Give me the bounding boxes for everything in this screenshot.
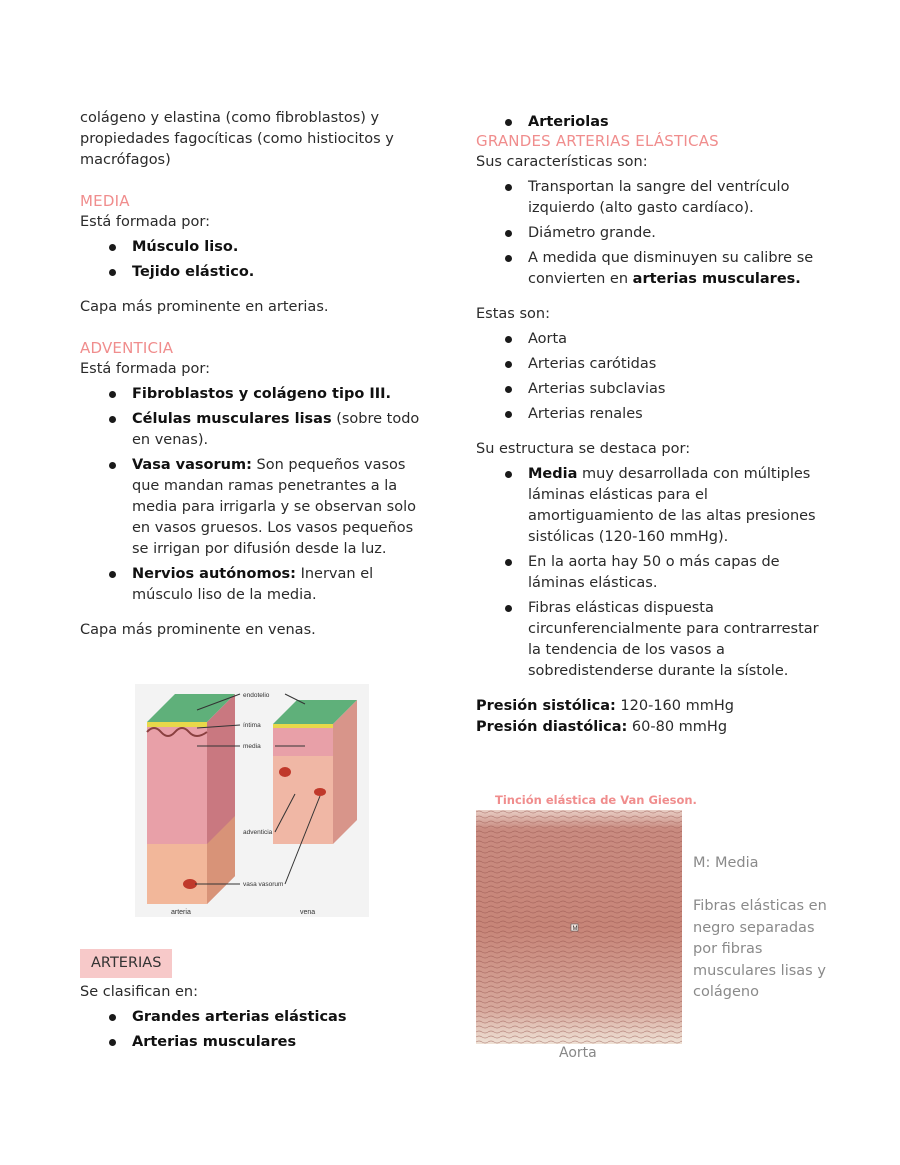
label-vasa: vasa vasorum <box>243 881 283 888</box>
media-note: Capa más prominente en arterias. <box>80 299 329 315</box>
intro-text: colágeno y elastina (como fibroblastos) … <box>80 110 394 168</box>
arterias-list: Grandes arterias elásticas Arterias musc… <box>80 1007 430 1053</box>
label-arteria: arteria <box>171 909 191 916</box>
systolic-pressure: Presión sistólica: 120-160 mmHg <box>476 698 734 714</box>
stain-title: Tinción elástica de Van Gieson. <box>495 793 697 807</box>
label-intima: íntima <box>243 722 261 729</box>
media-heading: MEDIA <box>80 192 130 210</box>
elastic-arteries-heading: GRANDES ARTERIAS ELÁSTICAS <box>476 132 719 150</box>
structure-lead: Su estructura se destaca por: <box>476 441 691 457</box>
right-column: Arteriolas GRANDES ARTERIAS ELÁSTICAS Su… <box>476 112 821 738</box>
list-item: Transportan la sangre del ventrículo izq… <box>476 177 821 219</box>
list-item: Arterias subclavias <box>476 379 821 400</box>
label-endotelio: endotelio <box>243 692 270 699</box>
adventicia-note: Capa más prominente en venas. <box>80 622 316 638</box>
stain-caption: Aorta <box>559 1045 597 1061</box>
list-item: Fibroblastos y colágeno tipo III. <box>80 384 430 405</box>
list-item: Tejido elástico. <box>80 262 430 283</box>
media-list: Músculo liso. Tejido elástico. <box>80 237 430 283</box>
structure-list: Media muy desarrollada con múltiples lám… <box>476 464 821 682</box>
examples-list: Aorta Arterias carótidas Arterias subcla… <box>476 329 821 425</box>
arterias-lead: Se clasifican en: <box>80 984 198 1000</box>
list-item: Aorta <box>476 329 821 350</box>
media-lead: Está formada por: <box>80 214 210 230</box>
list-item: Arteriolas <box>476 112 821 133</box>
arterias-heading: ARTERIAS <box>80 949 173 978</box>
label-media: media <box>243 743 261 750</box>
adventicia-list: Fibroblastos y colágeno tipo III. Célula… <box>80 384 430 606</box>
stain-marker: M <box>573 926 578 932</box>
list-item: Arterias renales <box>476 404 821 425</box>
label-adventicia: adventicia <box>243 829 273 836</box>
list-item: Células musculares lisas (sobre todo en … <box>80 409 430 451</box>
characteristics-lead: Sus características son: <box>476 154 648 170</box>
adventicia-heading: ADVENTICIA <box>80 339 174 357</box>
list-item: Media muy desarrollada con múltiples lám… <box>476 464 821 548</box>
list-item: A medida que disminuyen su calibre se co… <box>476 248 821 290</box>
list-item: Diámetro grande. <box>476 223 821 244</box>
top-list: Arteriolas <box>476 112 821 133</box>
adventicia-lead: Está formada por: <box>80 361 210 377</box>
left-column: colágeno y elastina (como fibroblastos) … <box>80 108 430 641</box>
side-note-fibers: Fibras elásticas en negro separadas por … <box>693 898 827 1000</box>
list-item: Arterias carótidas <box>476 354 821 375</box>
side-note-media: M: Media <box>693 855 759 871</box>
list-item: En la aorta hay 50 o más capas de lámina… <box>476 552 821 594</box>
list-item: Arterias musculares <box>80 1032 430 1053</box>
characteristics-list: Transportan la sangre del ventrículo izq… <box>476 177 821 290</box>
diastolic-pressure: Presión diastólica: 60-80 mmHg <box>476 719 728 735</box>
list-item: Grandes arterias elásticas <box>80 1007 430 1028</box>
list-item: Fibras elásticas dispuesta circunferenci… <box>476 598 821 682</box>
list-item: Músculo liso. <box>80 237 430 258</box>
list-item: Vasa vasorum: Son pequeños vasos que man… <box>80 455 430 560</box>
list-item: Nervios autónomos: Inervan el músculo li… <box>80 564 430 606</box>
examples-lead: Estas son: <box>476 306 550 322</box>
vessel-wall-illustration: endotelio íntima media adventicia vasa v… <box>135 684 369 917</box>
label-vena: vena <box>300 909 315 916</box>
arterias-section: ARTERIAS Se clasifican en: Grandes arter… <box>80 949 430 1057</box>
aorta-stain-image: M <box>476 810 682 1044</box>
